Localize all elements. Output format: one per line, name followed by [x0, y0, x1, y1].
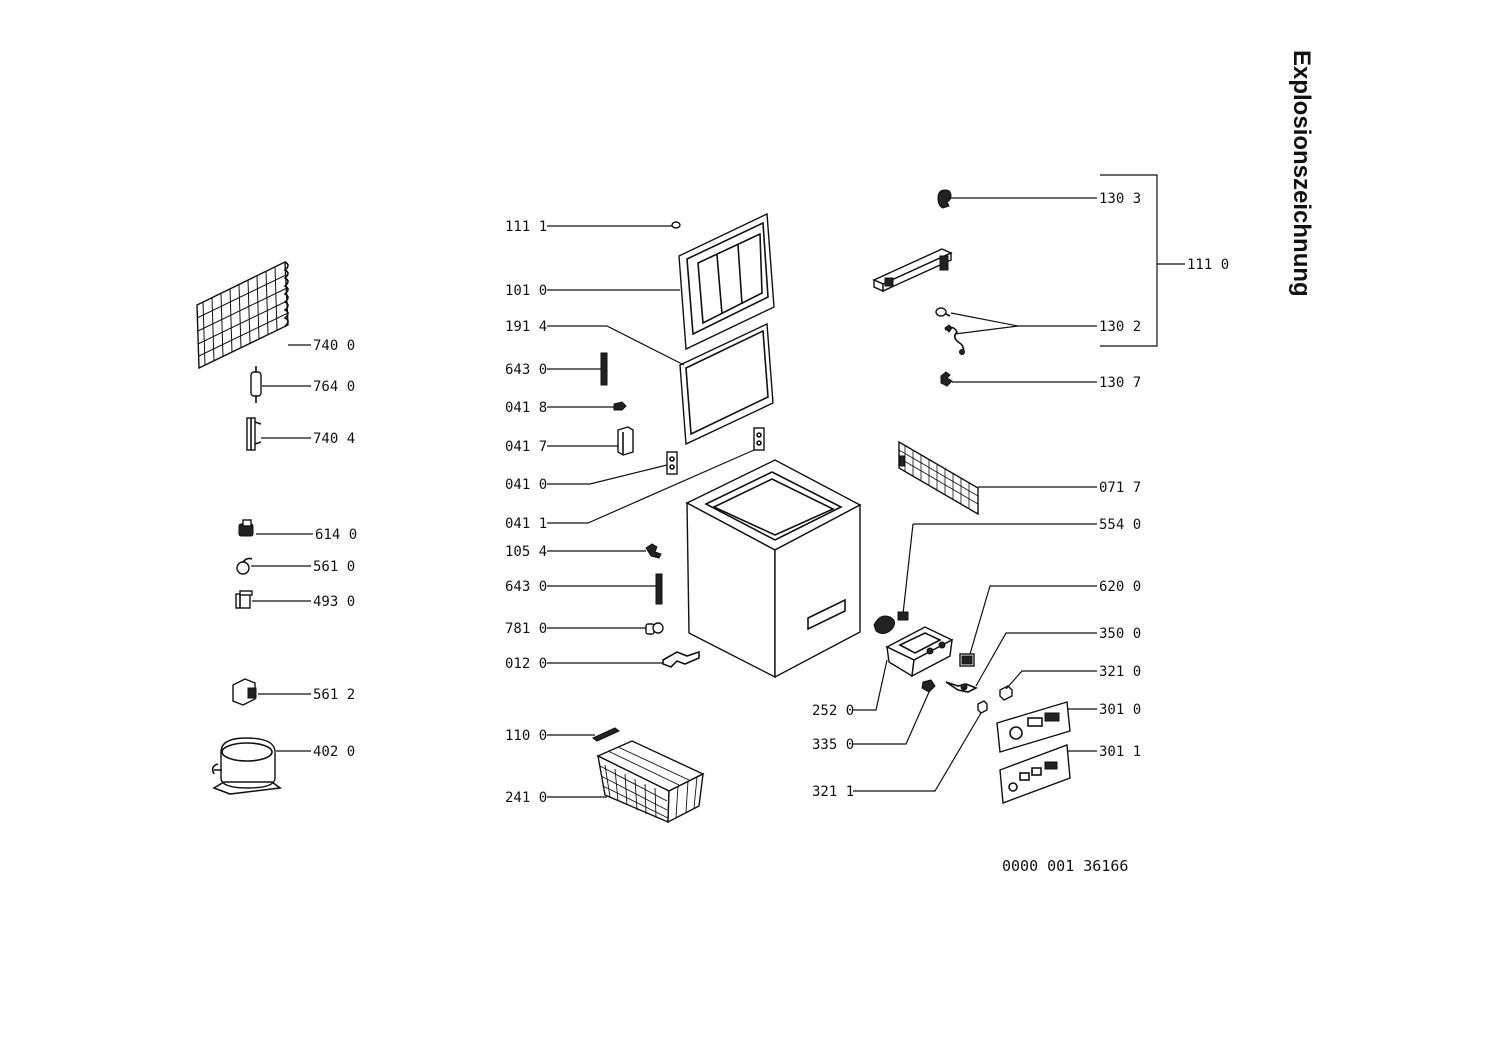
lock-catch-part: [940, 371, 953, 387]
pipe-clip-part: [246, 417, 262, 451]
label-130-2: 130 2: [1099, 319, 1141, 335]
handle-cap-part: [937, 189, 952, 209]
label-130-7: 130 7: [1099, 375, 1141, 391]
lock-clip-part: [645, 543, 662, 559]
label-041-7: 041 7: [505, 439, 547, 455]
rear-panel-part: [898, 440, 979, 516]
control-panel-cover-part: [999, 744, 1071, 804]
label-191-4: 191 4: [505, 319, 547, 335]
label-614-0: 614 0: [315, 527, 357, 543]
lid-part: [678, 212, 775, 351]
freezer-cabinet-part: [685, 459, 862, 679]
label-111-0: 111 0: [1187, 257, 1229, 273]
label-561-0: 561 0: [313, 559, 355, 575]
label-740-4: 740 4: [313, 431, 355, 447]
label-241-0: 241 0: [505, 790, 547, 806]
label-764-0: 764 0: [313, 379, 355, 395]
drain-plug-part: [645, 622, 664, 635]
hinge-screw-part: [613, 401, 627, 411]
label-321-0: 321 0: [1099, 664, 1141, 680]
gasket-frame-part: [679, 322, 774, 446]
label-101-0: 101 0: [505, 283, 547, 299]
hinge-left-part: [666, 451, 678, 475]
basket-handle-part: [592, 727, 620, 742]
label-493-0: 493 0: [313, 594, 355, 610]
starter-cover-part: [232, 678, 257, 706]
seal-strip-part: [600, 352, 608, 386]
label-620-0: 620 0: [1099, 579, 1141, 595]
label-781-0: 781 0: [505, 621, 547, 637]
lock-cylinder-part: [935, 307, 965, 355]
document-number: 0000 001 36166: [1002, 857, 1128, 875]
lamp-part: [945, 681, 978, 693]
drain-strip-part: [655, 573, 663, 605]
label-301-0: 301 0: [1099, 702, 1141, 718]
label-643-0-a: 643 0: [505, 362, 547, 378]
compressor-part: [211, 737, 283, 795]
label-012-0: 012 0: [505, 656, 547, 672]
capacitor-part: [235, 590, 253, 609]
control-panel-part: [996, 701, 1071, 753]
label-350-0: 350 0: [1099, 626, 1141, 642]
lid-plug-part: [671, 221, 681, 229]
filter-dryer-part: [250, 366, 262, 403]
label-301-1: 301 1: [1099, 744, 1141, 760]
label-041-1: 041 1: [505, 516, 547, 532]
condenser-part: [196, 260, 289, 370]
bracket-part: [662, 650, 700, 668]
storage-basket-part: [596, 740, 705, 824]
relay-part: [238, 519, 254, 537]
overload-protector-part: [236, 557, 253, 575]
label-554-0: 554 0: [1099, 517, 1141, 533]
label-402-0: 402 0: [313, 744, 355, 760]
label-041-0: 041 0: [505, 477, 547, 493]
thermostat-part: [959, 653, 975, 667]
label-740-0: 740 0: [313, 338, 355, 354]
label-110-0: 110 0: [505, 728, 547, 744]
indicator-lens-part: [977, 700, 988, 714]
label-335-0: 335 0: [812, 737, 854, 753]
hinge-cover-part: [617, 426, 634, 456]
label-321-1: 321 1: [812, 784, 854, 800]
label-252-0: 252 0: [812, 703, 854, 719]
label-041-8: 041 8: [505, 400, 547, 416]
page-title: Explosionszeichnung: [1288, 50, 1315, 297]
label-643-0-b: 643 0: [505, 579, 547, 595]
thermostat-knob-part: [921, 679, 936, 693]
label-071-7: 071 7: [1099, 480, 1141, 496]
label-561-2: 561 2: [313, 687, 355, 703]
label-111-1: 111 1: [505, 219, 547, 235]
control-housing-part: [873, 611, 954, 678]
lid-handle-part: [872, 248, 953, 293]
label-105-4: 105 4: [505, 544, 547, 560]
hinge-right-part: [753, 427, 765, 451]
label-130-3: 130 3: [1099, 191, 1141, 207]
